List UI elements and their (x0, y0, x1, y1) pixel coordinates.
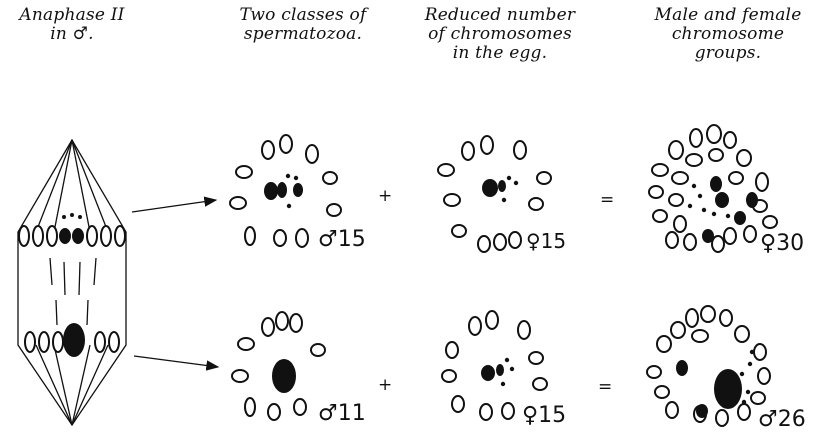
arrow-lower (134, 356, 218, 367)
spindle-upper-plate (19, 213, 125, 246)
plus-operator-2: + (378, 375, 392, 395)
sperm-label-15: ♂15 (318, 227, 366, 252)
plus-operator-1: + (378, 186, 392, 206)
anaphase-spindle (18, 140, 126, 425)
egg-label-row2: ♀15 (522, 403, 566, 428)
sperm-group-15-dark (264, 174, 303, 208)
equals-operator-1: = (600, 190, 614, 210)
zygote-group-male-26 (647, 306, 770, 426)
sperm-label-11: ♂11 (318, 401, 366, 426)
arrow-upper (132, 200, 216, 212)
egg-group-row1-dark (482, 176, 518, 202)
sperm-group-11-dark (272, 359, 296, 393)
zygote-label-male-26: ♂26 (758, 407, 806, 432)
equals-operator-2: = (598, 377, 612, 397)
egg-label-row1: ♀15 (526, 229, 566, 253)
egg-group-row2-dark (481, 358, 514, 386)
zygote-label-female-30: ♀30 (760, 231, 804, 256)
